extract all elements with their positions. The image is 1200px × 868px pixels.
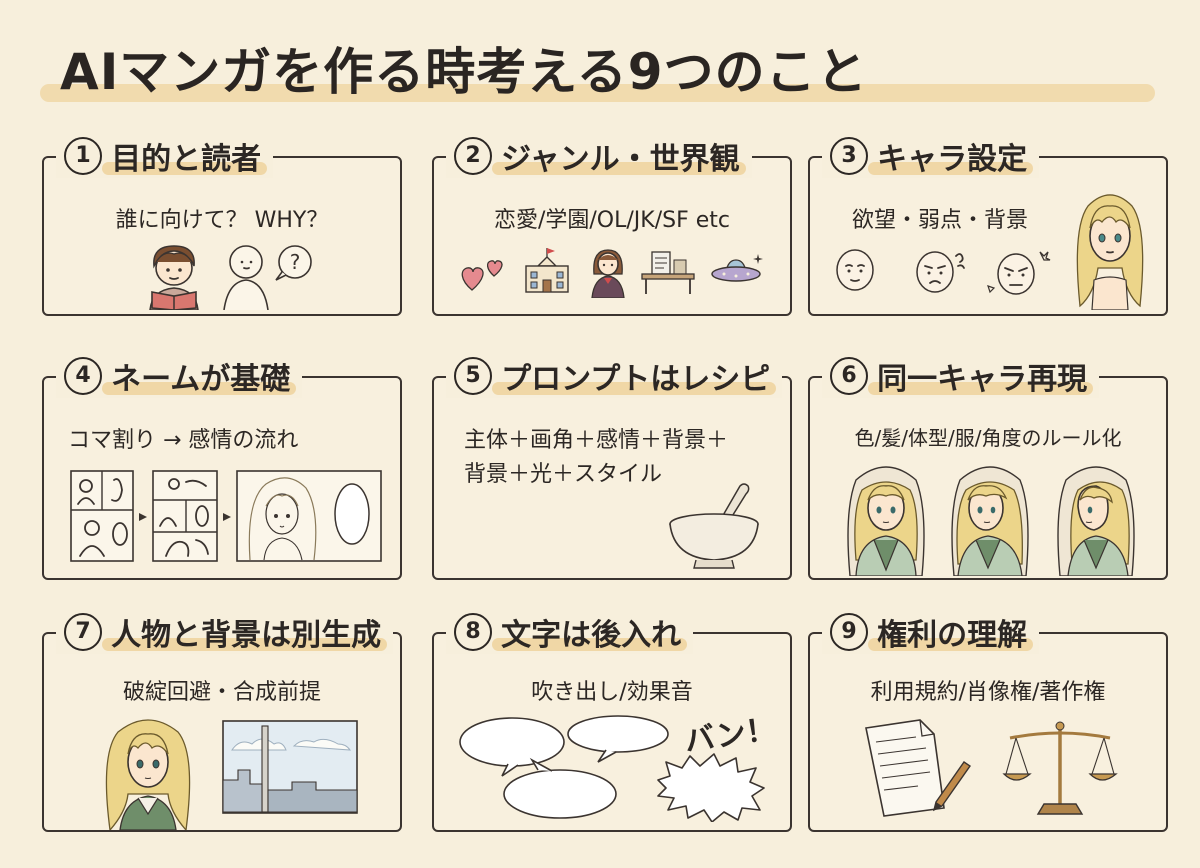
card-subtitle: 欲望・弱点・背景 — [852, 208, 1029, 233]
character-front-icon — [840, 460, 932, 576]
card-heading: 9 権利の理解 — [822, 610, 1040, 654]
card-subtitle: 利用規約/肖像権/著作権 — [870, 680, 1106, 705]
page-title: AIマンガを作る時考える9つのこと — [60, 43, 868, 101]
calm-face-icon — [830, 246, 880, 296]
card-heading: 3 キャラ設定 — [822, 134, 1040, 178]
card-character-settings: 3 キャラ設定 欲望・弱点・背景 — [808, 134, 1168, 316]
blonde-girl-icon — [1072, 188, 1148, 310]
burst-bubble-icon — [656, 752, 766, 822]
school-icon — [522, 246, 572, 296]
card-subtitle: 恋愛/学園/OL/JK/SF etc — [493, 208, 730, 233]
ufo-icon — [706, 250, 766, 294]
card-consistent-character: 6 同一キャラ再現 色/髪/体型/服/角度のルール化 — [808, 354, 1168, 580]
card-heading: 2 ジャンル・世界観 — [446, 134, 752, 178]
card-genre-world: 2 ジャンル・世界観 恋愛/学園/OL/JK/SF etc — [432, 134, 792, 316]
speech-bubble-icon — [456, 714, 680, 826]
page-header: AIマンガを作る時考える9つのこと — [40, 28, 1160, 108]
card-title: プロンプトはレシピ — [501, 362, 771, 397]
card-number: 4 — [64, 357, 102, 395]
card-subtitle: 主体＋画角＋感情＋背景＋ — [464, 428, 729, 453]
card-subtitle: 破綻回避・合成前提 — [122, 680, 321, 705]
card-title: 目的と読者 — [111, 142, 262, 177]
card-number: 5 — [454, 357, 492, 395]
character-portrait-icon — [98, 714, 198, 830]
question-person-icon: ? — [220, 240, 320, 310]
scales-icon — [1002, 718, 1118, 818]
storyboard-rough-icon — [70, 470, 134, 562]
card-subtitle: 色/髪/体型/服/角度のルール化 — [854, 426, 1122, 450]
card-number: 7 — [64, 613, 102, 651]
card-title: 同一キャラ再現 — [877, 362, 1088, 397]
card-title: ネームが基礎 — [111, 362, 291, 397]
card-heading: 4 ネームが基礎 — [56, 354, 303, 398]
card-heading: 7 人物と背景は別生成 — [56, 610, 394, 654]
character-three-quarter-icon — [944, 460, 1036, 576]
card-heading: 5 プロンプトはレシピ — [446, 354, 783, 398]
card-title: 人物と背景は別生成 — [111, 618, 382, 653]
schoolgirl-icon — [588, 244, 628, 298]
card-subtitle-line2: 背景＋光＋スタイル — [464, 462, 663, 487]
character-side-icon — [1050, 460, 1142, 576]
card-purpose-reader: 1 目的と読者 誰に向けて？ WHY？ ? — [42, 134, 402, 316]
finished-panel-icon — [236, 470, 382, 562]
card-rights-understanding: 9 権利の理解 利用規約/肖像権/著作権 — [808, 610, 1168, 832]
angry-face-icon — [986, 246, 1056, 300]
card-text-added-later: 8 文字は後入れ 吹き出し/効果音 バン！ — [432, 610, 792, 832]
card-number: 2 — [454, 137, 492, 175]
card-heading: 8 文字は後入れ — [446, 610, 694, 654]
storyboard-sketch-icon — [152, 470, 218, 562]
card-title: 権利の理解 — [877, 618, 1028, 653]
office-desk-icon — [640, 246, 696, 296]
card-number: 8 — [454, 613, 492, 651]
card-number: 3 — [830, 137, 868, 175]
card-number: 6 — [830, 357, 868, 395]
hearts-icon — [458, 256, 508, 296]
arrow-right-icon — [138, 512, 148, 522]
card-separate-generation: 7 人物と背景は別生成 破綻回避・合成前提 — [42, 610, 402, 832]
arrow-right-icon — [222, 512, 232, 522]
cityscape-background-icon — [222, 720, 358, 814]
card-prompt-recipe: 5 プロンプトはレシピ 主体＋画角＋感情＋背景＋ 背景＋光＋スタイル — [432, 354, 792, 580]
card-subtitle: 吹き出し/効果音 — [531, 680, 693, 705]
card-title: キャラ設定 — [877, 142, 1028, 177]
mortar-pestle-icon — [666, 480, 766, 570]
svg-text:?: ? — [290, 250, 301, 274]
title-highlight — [40, 84, 1155, 102]
reader-icon — [140, 240, 210, 310]
card-heading: 6 同一キャラ再現 — [822, 354, 1100, 398]
card-heading: 1 目的と読者 — [56, 134, 274, 178]
card-number: 1 — [64, 137, 102, 175]
card-title: 文字は後入れ — [501, 618, 682, 653]
worried-face-icon — [910, 246, 970, 296]
card-subtitle: 誰に向けて？ WHY？ — [115, 208, 329, 233]
card-name-storyboard: 4 ネームが基礎 コマ割り → 感情の流れ — [42, 354, 402, 580]
document-pen-icon — [858, 718, 972, 818]
card-title: ジャンル・世界観 — [501, 142, 740, 177]
card-subtitle: コマ割り → 感情の流れ — [68, 428, 299, 453]
card-number: 9 — [830, 613, 868, 651]
